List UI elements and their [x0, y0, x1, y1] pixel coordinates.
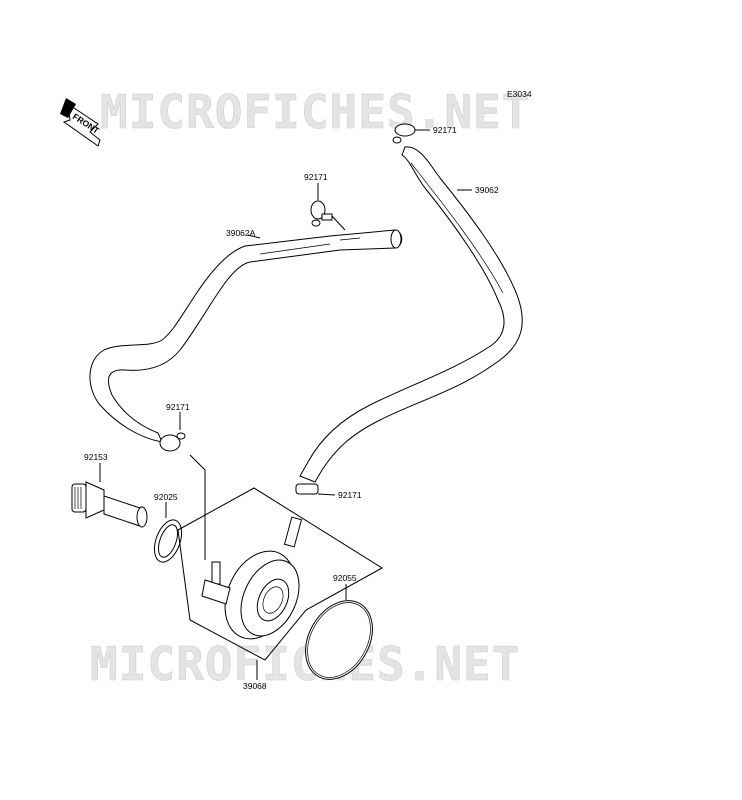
label-clamp-top-right: 92171 — [433, 125, 457, 135]
clamp-left-icon — [159, 432, 186, 452]
watermark-top: MICROFICHES.NET — [100, 85, 530, 139]
o-ring-92055 — [305, 600, 373, 680]
hose-39062a — [89, 229, 403, 443]
label-hose-left: 39062A — [226, 228, 256, 238]
label-fitting: 92153 — [84, 452, 108, 462]
clamp-lower-icon — [295, 483, 336, 496]
hose-39062 — [299, 146, 523, 483]
label-clamp-lower: 92171 — [338, 490, 362, 500]
front-arrow-icon: FRONT — [60, 98, 102, 147]
clamp-top-mid-icon — [310, 200, 346, 231]
watermark-bottom: MICROFICHES.NET — [90, 637, 520, 691]
washer-92025 — [153, 519, 183, 563]
fitting-92153 — [71, 481, 148, 528]
label-clamp-top-mid: 92171 — [304, 172, 328, 182]
label-hose-right: 39062 — [475, 185, 499, 195]
label-oil-cooler: 39068 — [243, 681, 267, 691]
oil-cooler-assembly — [177, 487, 383, 661]
label-o-ring: 92055 — [333, 573, 357, 583]
label-washer: 92025 — [154, 492, 178, 502]
label-clamp-left: 92171 — [166, 402, 190, 412]
diagram-code: E3034 — [507, 89, 532, 99]
clamp-top-right-icon — [392, 123, 430, 144]
